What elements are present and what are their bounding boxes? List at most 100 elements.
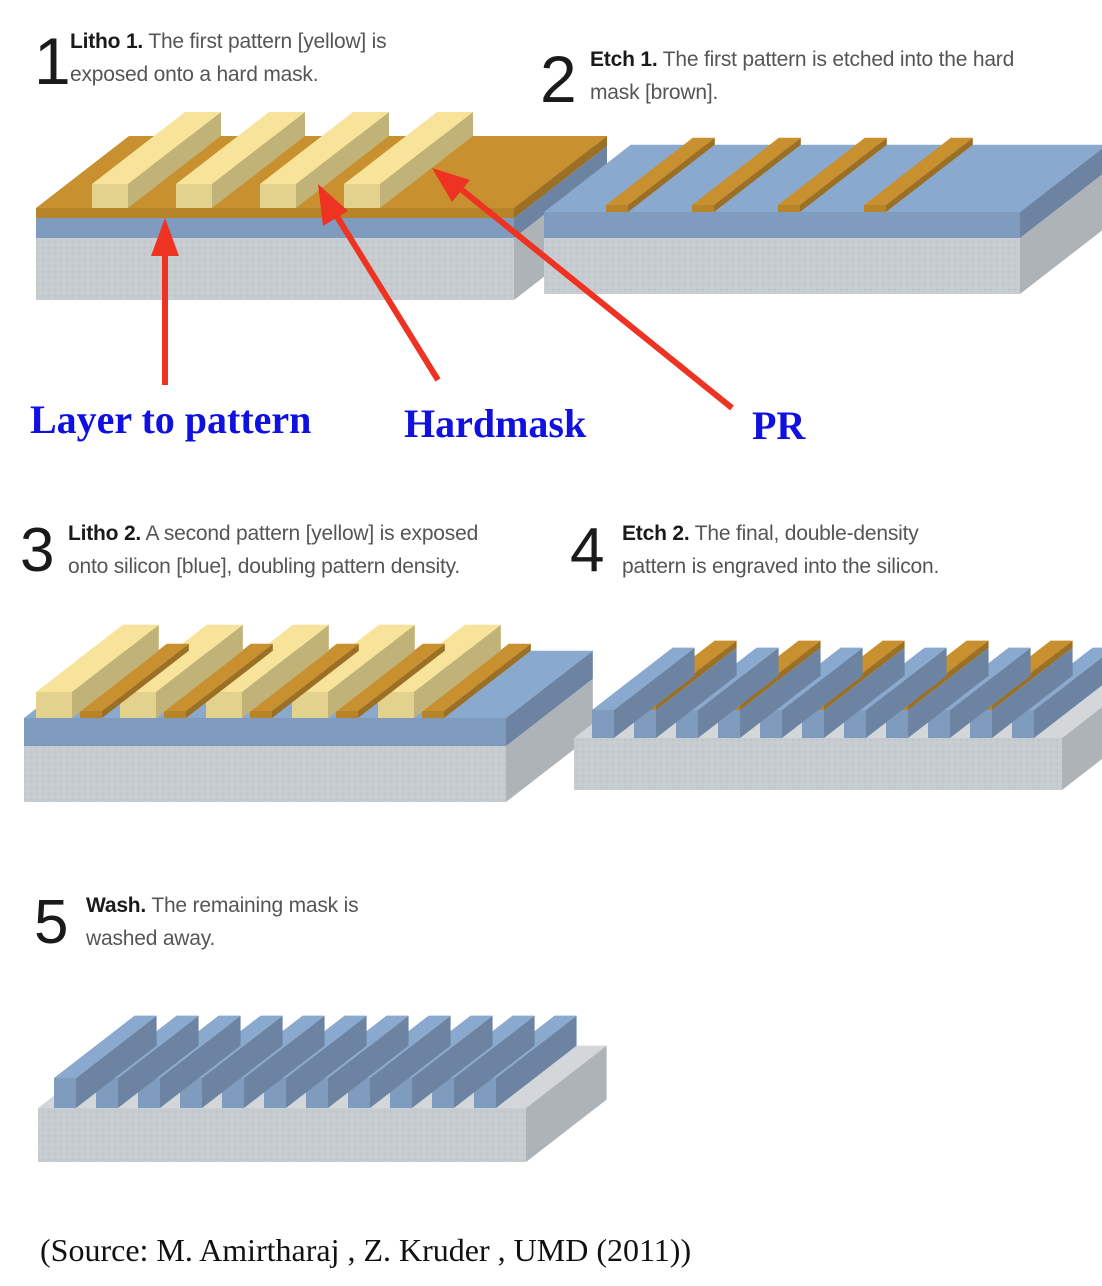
arrow-pr bbox=[432, 168, 734, 411]
step-5-caption: Wash. The remaining mask is washed away. bbox=[86, 890, 359, 955]
callout-arrows bbox=[151, 168, 734, 411]
step-3-number: 3 bbox=[20, 516, 55, 585]
b1-layer-front bbox=[36, 218, 514, 238]
b3-hm-4-front bbox=[250, 711, 272, 718]
b4-hm-top-3-side bbox=[908, 640, 989, 710]
b4-hm-top-7-side bbox=[740, 640, 821, 710]
b2-hm-0-side bbox=[628, 137, 715, 212]
step-4-desc-line1: The final, double-density bbox=[694, 522, 919, 545]
b5-fin-8-side bbox=[160, 1015, 241, 1108]
arrow-hardmask bbox=[318, 184, 441, 382]
b3-pr-5-side bbox=[242, 624, 329, 718]
b3-layer-front bbox=[24, 718, 506, 746]
b5-fin-2-side bbox=[412, 1015, 493, 1108]
wash-illustration bbox=[38, 1015, 607, 1162]
b5-substrate-front bbox=[38, 1108, 526, 1162]
step-5-number: 5 bbox=[34, 888, 69, 957]
b4-fin-8-side bbox=[698, 647, 779, 738]
b3-substrate-front bbox=[24, 746, 506, 802]
step-5-title: Wash. bbox=[86, 894, 147, 917]
b4-fin-10-top bbox=[592, 647, 695, 710]
b2-hm-1-top bbox=[692, 137, 801, 205]
step-2-desc-line2: mask [brown]. bbox=[590, 80, 719, 104]
b3-hm-2-front bbox=[336, 711, 358, 718]
b4-fin-4-side bbox=[866, 647, 947, 738]
step-3-desc-line2: onto silicon [blue], doubling pattern de… bbox=[68, 554, 461, 578]
b5-fin-4-side bbox=[328, 1015, 409, 1108]
step-5-desc-line1: The remaining mask is bbox=[151, 894, 359, 917]
b1-pr-1-side bbox=[212, 112, 305, 208]
b1-hardmask-side bbox=[514, 136, 607, 218]
b3-hm-8-front bbox=[80, 711, 102, 718]
b3-pr-7-side bbox=[156, 624, 243, 718]
step-4-title: Etch 2. bbox=[622, 522, 690, 545]
b3-hm-6-side bbox=[186, 643, 273, 718]
b4-fin-under-5-side bbox=[824, 647, 905, 738]
b3-pr-9-side bbox=[72, 624, 159, 718]
step-2-number: 2 bbox=[540, 42, 577, 116]
b3-hm-0-side bbox=[444, 643, 531, 718]
b3-pr-9-front bbox=[36, 692, 72, 718]
b3-pr-5-front bbox=[206, 692, 242, 718]
b4-fin-0-side bbox=[1034, 657, 1102, 738]
b4-hm-top-5-side bbox=[824, 640, 905, 710]
b3-pr-3-front bbox=[292, 692, 328, 718]
b2-hm-2-side bbox=[800, 137, 887, 212]
b5-fin-6-side bbox=[244, 1015, 325, 1108]
b3-hm-8-side bbox=[102, 643, 189, 718]
b3-hm-0-top bbox=[422, 643, 531, 711]
step-2-title: Etch 1. bbox=[590, 48, 658, 71]
b5-fin-3-side bbox=[370, 1015, 451, 1108]
b4-fin-2-side bbox=[950, 647, 1031, 738]
b3-pr-1-front bbox=[378, 692, 414, 718]
b4-hm-top-1-side bbox=[992, 640, 1073, 710]
b5-fin-10-side bbox=[76, 1015, 157, 1108]
step-1-desc-line2: exposed onto a hard mask. bbox=[70, 62, 319, 86]
b3-hm-4-side bbox=[272, 643, 359, 718]
step-4-number: 4 bbox=[570, 516, 605, 585]
b2-hm-2-top bbox=[778, 137, 887, 205]
callout-pr: PR bbox=[752, 403, 806, 448]
b4-fin-10-front bbox=[592, 710, 614, 738]
b3-layer-side bbox=[506, 650, 593, 746]
callout-layer-to-pattern: Layer to pattern bbox=[30, 397, 312, 442]
step-1-title: Litho 1. bbox=[70, 30, 144, 53]
step-2-desc-line1: The first pattern is etched into the har… bbox=[662, 48, 1015, 71]
b1-substrate-front bbox=[36, 238, 514, 300]
b2-hm-0-top bbox=[606, 137, 715, 205]
b2-hm-3-side bbox=[886, 137, 973, 212]
b1-pr-2-side bbox=[296, 112, 389, 208]
b3-pr-1-side bbox=[414, 624, 501, 718]
b4-fin-under-7-side bbox=[740, 647, 821, 738]
step-3-desc-line1: A second pattern [yellow] is exposed bbox=[145, 522, 479, 545]
step-3-caption: Litho 2. A second pattern [yellow] is ex… bbox=[68, 518, 478, 583]
step-4-desc-line2: pattern is engraved into the silicon. bbox=[622, 554, 940, 578]
b4-fin-10-side bbox=[614, 647, 695, 738]
step-1-number: 1 bbox=[34, 24, 71, 98]
b2-layer-front bbox=[544, 212, 1020, 238]
b2-substrate-side bbox=[1020, 174, 1102, 294]
step-1-desc-line1: The first pattern [yellow] is bbox=[148, 30, 387, 53]
b4-fin-under-1-side bbox=[992, 647, 1073, 738]
arrow-layer-to-pattern bbox=[151, 218, 179, 385]
b1-pr-0-side bbox=[128, 112, 221, 208]
b3-pr-9-top bbox=[36, 624, 159, 692]
source-citation: (Source: M. Amirtharaj , Z. Kruder , UMD… bbox=[40, 1232, 692, 1268]
b3-hm-6-top bbox=[164, 643, 273, 711]
b3-hm-6-front bbox=[164, 711, 186, 718]
step-3-title: Litho 2. bbox=[68, 522, 142, 545]
b2-layer-side bbox=[1020, 148, 1102, 238]
step-2-caption: Etch 1. The first pattern is etched into… bbox=[590, 44, 1014, 109]
b2-hm-2-front bbox=[778, 205, 800, 212]
b5-fin-5-side bbox=[286, 1015, 367, 1108]
b2-hm-0-front bbox=[606, 205, 628, 212]
callout-hardmask: Hardmask bbox=[404, 401, 587, 446]
b1-hardmask-front bbox=[36, 208, 514, 218]
b3-hm-2-side bbox=[358, 643, 445, 718]
b4-substrate-front bbox=[574, 738, 1062, 790]
b1-pr-1-top bbox=[176, 112, 305, 184]
b3-pr-7-front bbox=[120, 692, 156, 718]
b3-pr-3-side bbox=[328, 624, 415, 718]
